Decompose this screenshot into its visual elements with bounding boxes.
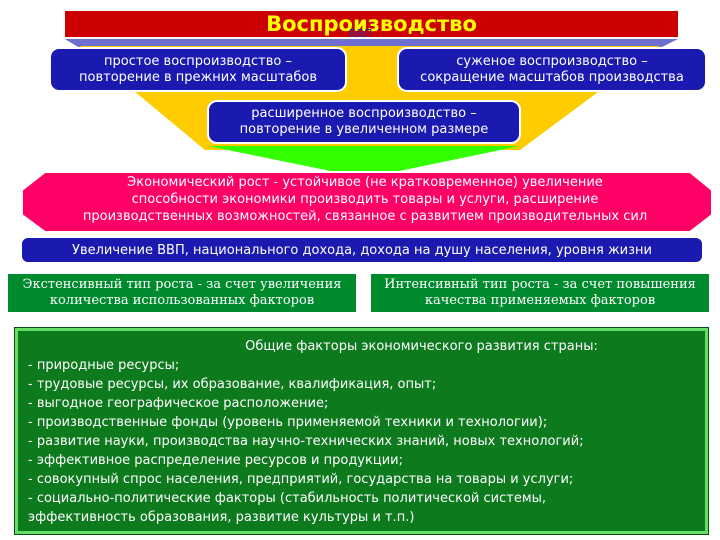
factor-item: - трудовые ресурсы, их образование, квал… [28, 377, 437, 392]
factors-heading: Общие факторы экономического развития ст… [245, 339, 598, 354]
funnel-green-triangle [208, 146, 520, 178]
extensive-growth-line-2: количества использованных факторов [49, 293, 315, 308]
narrowed-reproduction-box: суженое воспроизводство – сокращение мас… [397, 47, 707, 92]
intensive-growth-box: Интенсивный тип роста - за счет повышени… [370, 273, 710, 313]
extensive-growth-line-1: Экстенсивный тип роста - за счет увеличе… [22, 277, 342, 292]
factors-list: - природные ресурсы; - трудовые ресурсы,… [28, 356, 695, 527]
narrowed-reproduction-line-2: сокращение масштабов производства [420, 69, 684, 85]
factor-item: - производственные фонды (уровень примен… [28, 415, 548, 430]
economic-growth-definition: Экономический рост - устойчивое (не крат… [30, 168, 700, 230]
funnel-top-trapezoid [63, 38, 680, 48]
extended-reproduction-box: расширенное воспроизводство – повторение… [207, 100, 521, 144]
page-title: Воспроизводство [266, 12, 477, 36]
growth-indicators-text: Увеличение ВВП, национального дохода, до… [72, 242, 652, 258]
development-factors-box: Общие факторы экономического развития ст… [15, 328, 708, 534]
factor-item: эффективность образования, развитие куль… [28, 510, 415, 525]
extended-reproduction-line-1: расширенное воспроизводство – [251, 106, 477, 121]
factor-item: - совокупный спрос населения, предприяти… [28, 472, 574, 487]
growth-octagon-shape [21, 171, 713, 233]
extended-reproduction-line-2: повторение в увеличенном размере [239, 122, 489, 137]
factor-item: - социально-политические факторы (стабил… [28, 491, 547, 506]
intensive-growth-line-2: качества применяемых факторов [424, 293, 656, 308]
simple-reproduction-line-1: простое воспроизводство – [104, 53, 292, 69]
simple-reproduction-box: простое воспроизводство – повторение в п… [49, 47, 347, 92]
factor-item: - природные ресурсы; [28, 358, 180, 373]
growth-definition-line-2: способности экономики производить товары… [131, 191, 599, 207]
growth-indicators-box: Увеличение ВВП, национального дохода, до… [20, 236, 704, 264]
factor-item: - развитие науки, производства научно-те… [28, 434, 584, 449]
factor-item: - эффективное распределение ресурсов и п… [28, 453, 403, 468]
narrowed-reproduction-line-1: суженое воспроизводство – [456, 53, 648, 69]
simple-reproduction-line-2: повторение в прежних масштабов [79, 69, 317, 85]
extensive-growth-box: Экстенсивный тип роста - за счет увеличе… [7, 273, 357, 313]
growth-definition-line-1: Экономический рост - устойчивое (не крат… [127, 174, 603, 190]
growth-definition-line-3: производственных возможностей, связанное… [82, 208, 648, 224]
title-banner: Воспроизводство [63, 9, 680, 39]
intensive-growth-line-1: Интенсивный тип роста - за счет повышени… [384, 277, 696, 292]
title-ghost-text: ВВП [349, 29, 373, 39]
factor-item: - выгодное географическое расположение; [28, 396, 329, 411]
